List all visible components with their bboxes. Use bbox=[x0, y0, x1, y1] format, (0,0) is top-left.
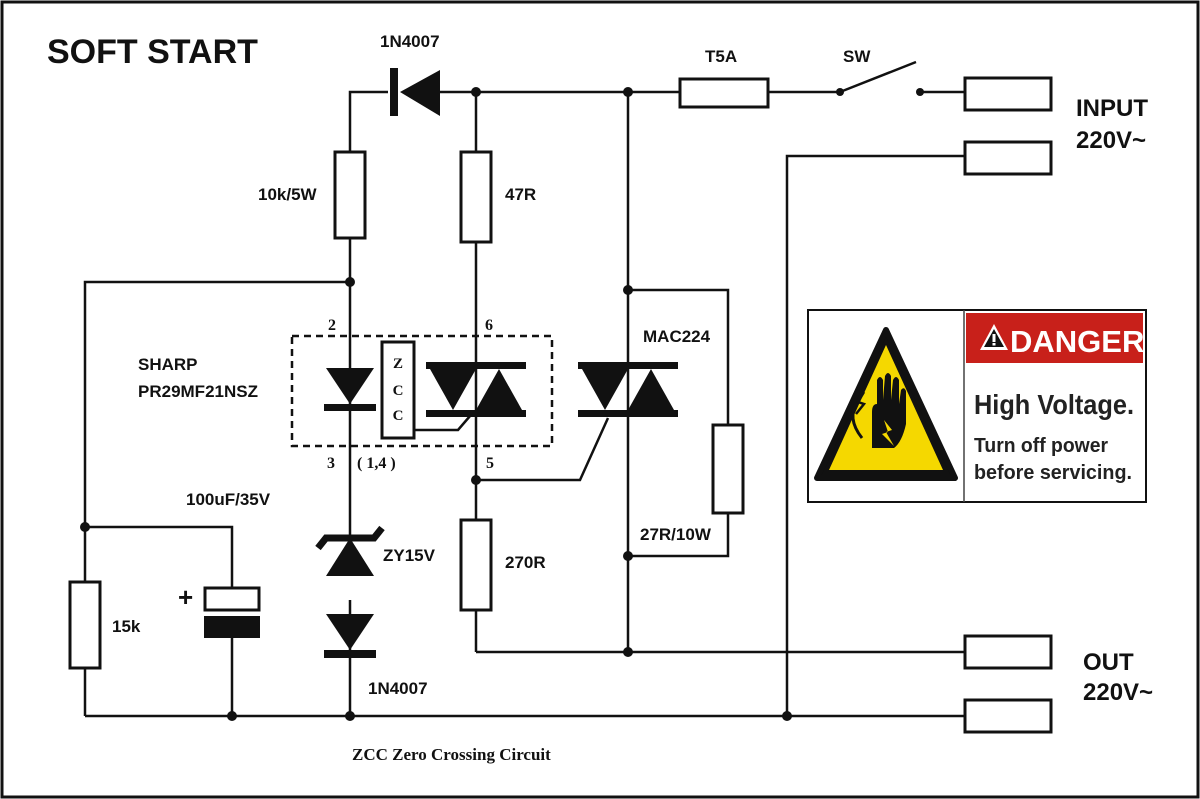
zcc-letter-c1: C bbox=[393, 383, 404, 399]
pin-3: 3 bbox=[327, 455, 335, 472]
zener-label: ZY15V bbox=[383, 546, 436, 565]
electric-shock-hand-icon bbox=[851, 373, 906, 448]
fuse-label: T5A bbox=[705, 47, 737, 66]
zcc-block bbox=[380, 340, 416, 440]
capacitor-label: 100uF/35V bbox=[186, 490, 271, 509]
switch-label: SW bbox=[843, 47, 871, 66]
switch bbox=[836, 60, 924, 96]
opto-brand: SHARP bbox=[138, 355, 198, 374]
danger-line2: Turn off power bbox=[974, 435, 1108, 457]
output-voltage: 220V~ bbox=[1083, 679, 1153, 706]
resistor-47r-label: 47R bbox=[505, 185, 536, 204]
terminal-input-l bbox=[963, 76, 1053, 112]
resistor-15k bbox=[68, 580, 102, 670]
resistor-27r bbox=[711, 423, 745, 515]
pin-5: 5 bbox=[486, 455, 494, 472]
terminal-input-n bbox=[963, 140, 1053, 176]
zener-diode bbox=[315, 525, 385, 576]
fuse bbox=[678, 77, 770, 109]
danger-line1: High Voltage. bbox=[974, 389, 1134, 420]
capacitor-100uf bbox=[203, 586, 261, 638]
diode-top bbox=[390, 68, 440, 116]
diode-top-label: 1N4007 bbox=[380, 32, 440, 51]
triac-label: MAC224 bbox=[643, 327, 711, 346]
resistor-10k-label: 10k/5W bbox=[258, 185, 318, 204]
opto-part: PR29MF21NSZ bbox=[138, 382, 258, 401]
zcc-letter-c2: C bbox=[393, 408, 404, 424]
danger-line3: before servicing. bbox=[974, 462, 1132, 484]
opto-triac bbox=[426, 362, 526, 417]
resistor-270r bbox=[459, 518, 493, 612]
input-label: INPUT bbox=[1076, 95, 1148, 122]
capacitor-plus: + bbox=[178, 582, 193, 612]
danger-sign: DANGER High Voltage. Turn off power befo… bbox=[807, 309, 1147, 503]
terminal-out-l bbox=[963, 634, 1053, 670]
output-label: OUT bbox=[1083, 649, 1134, 676]
resistor-27r-label: 27R/10W bbox=[640, 525, 712, 544]
diode-bottom-label: 1N4007 bbox=[368, 679, 428, 698]
diode-bottom bbox=[324, 614, 376, 658]
resistor-270r-label: 270R bbox=[505, 553, 546, 572]
terminal-out-n bbox=[963, 698, 1053, 734]
title: SOFT START bbox=[47, 33, 258, 71]
opto-package bbox=[290, 334, 554, 448]
input-voltage: 220V~ bbox=[1076, 127, 1146, 154]
resistor-47r bbox=[459, 150, 493, 244]
caption: ZCC Zero Crossing Circuit bbox=[352, 745, 551, 764]
triac-mac224 bbox=[578, 362, 678, 417]
resistor-10k bbox=[333, 150, 367, 240]
danger-title: DANGER bbox=[1010, 324, 1144, 359]
pin-6: 6 bbox=[485, 317, 493, 334]
pin-1-4: ( 1,4 ) bbox=[357, 455, 396, 472]
pin-2: 2 bbox=[328, 317, 336, 334]
opto-led bbox=[324, 368, 376, 411]
zcc-letter-z: Z bbox=[393, 356, 403, 372]
junctions bbox=[80, 87, 792, 721]
resistor-15k-label: 15k bbox=[112, 617, 141, 636]
